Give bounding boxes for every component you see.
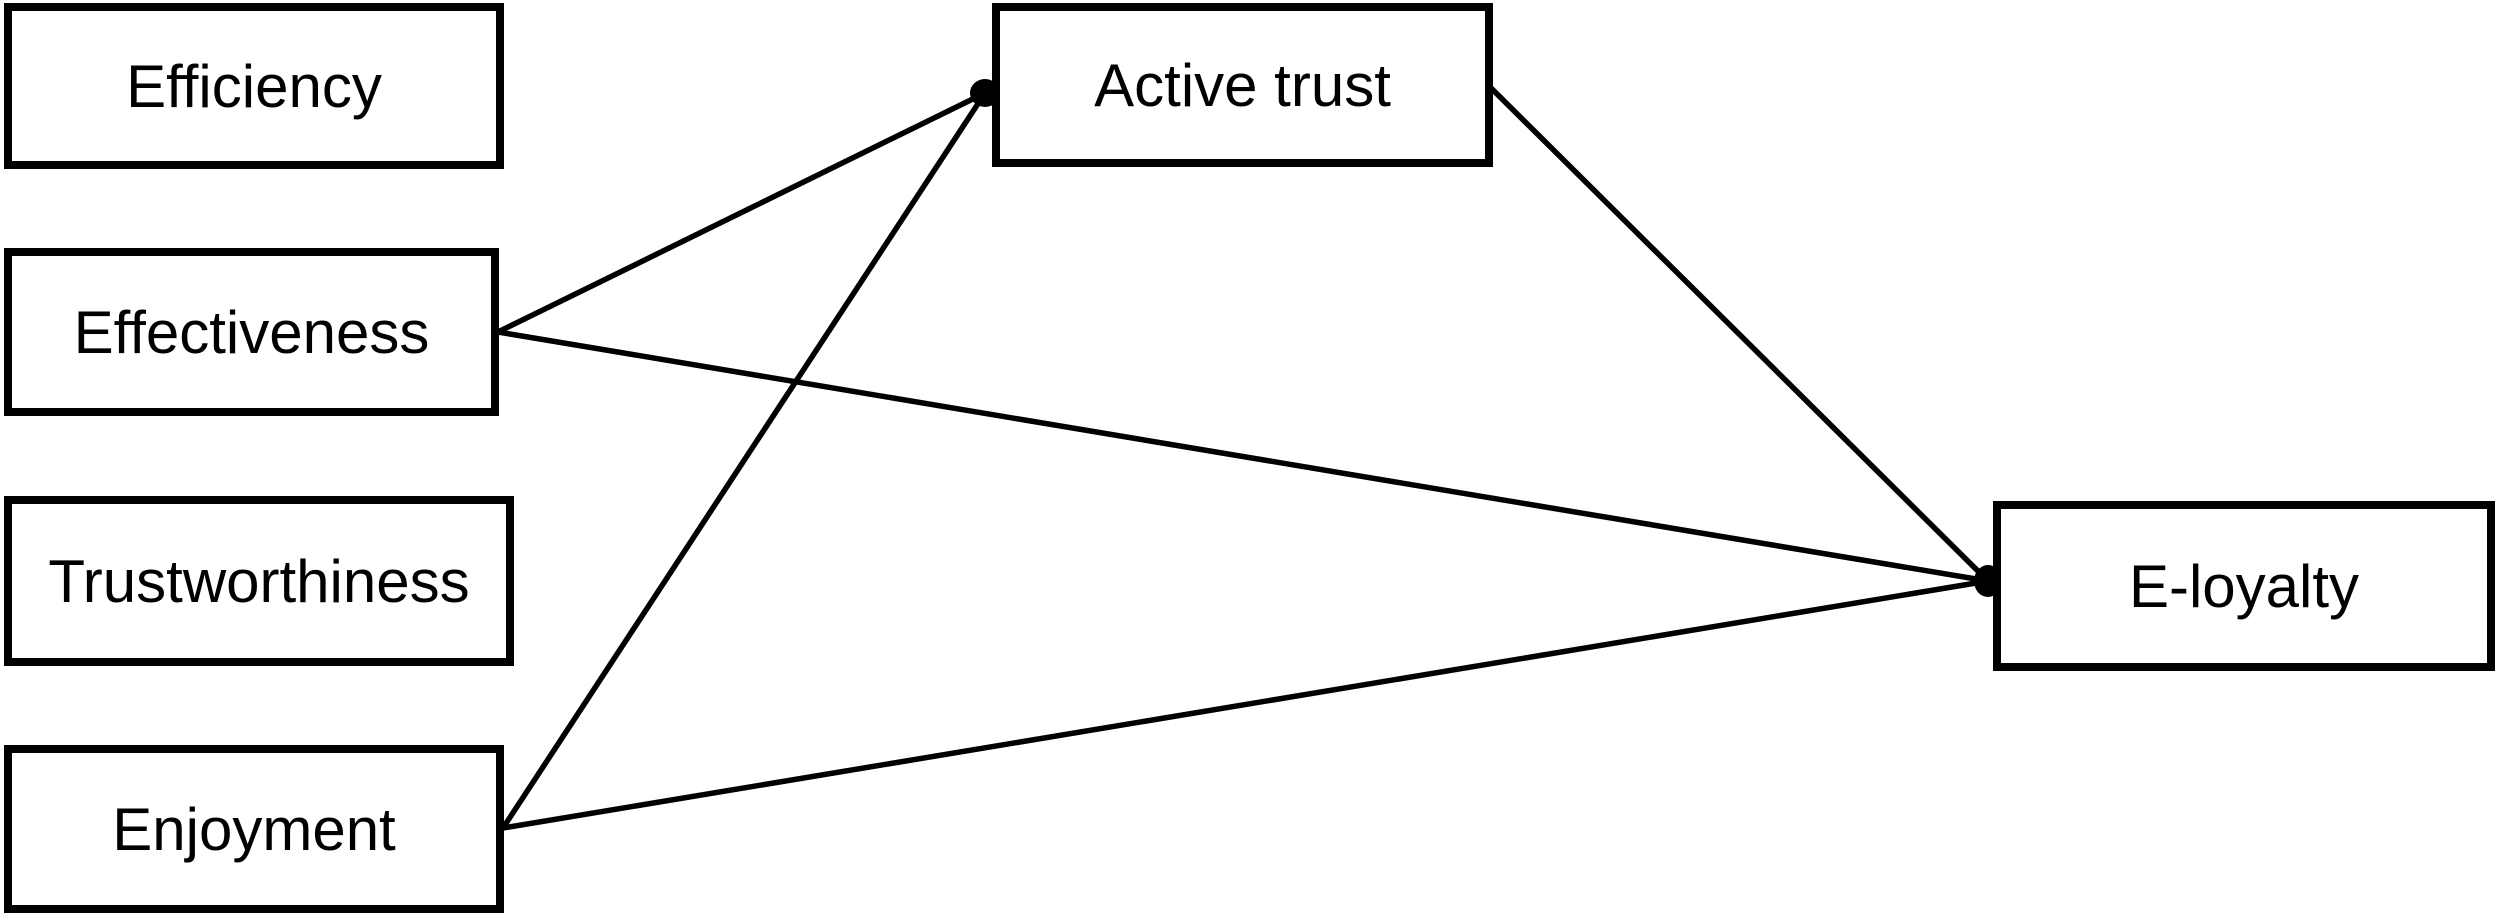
node-active-trust: Active trust	[992, 3, 1493, 167]
node-e-loyalty: E-loyalty	[1993, 501, 2495, 671]
node-trustworthiness-label: Trustworthiness	[48, 547, 470, 615]
node-e-loyalty-label: E-loyalty	[2128, 552, 2360, 620]
edge-enjoyment-to-active-trust	[500, 91, 988, 830]
node-enjoyment: Enjoyment	[4, 745, 504, 913]
node-effectiveness: Effectiveness	[4, 248, 499, 416]
edge-effectiveness-to-active-trust	[496, 90, 987, 335]
node-active-trust-label: Active trust	[1094, 51, 1391, 119]
node-enjoyment-label: Enjoyment	[112, 795, 396, 863]
node-trustworthiness: Trustworthiness	[4, 496, 514, 666]
edge-enjoyment-to-e-loyalty	[502, 578, 1989, 831]
node-effectiveness-label: Effectiveness	[73, 298, 430, 366]
node-efficiency-label: Efficiency	[126, 52, 382, 120]
node-efficiency: Efficiency	[4, 3, 504, 169]
edge-effectiveness-to-e-loyalty	[497, 329, 1989, 584]
edge-active-trust-to-e-loyalty	[1489, 86, 1990, 583]
